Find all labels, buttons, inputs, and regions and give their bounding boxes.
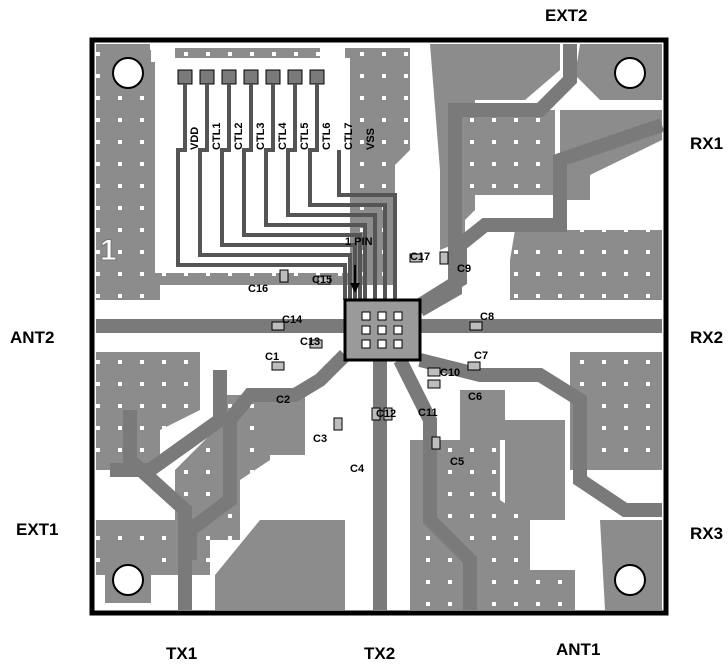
cap-label-c1: C1 [265,351,279,363]
cap-label-c12: C12 [376,408,396,420]
tx2-label: TX2 [364,644,396,663]
control-pads [177,69,325,85]
capacitor-pads [271,251,483,450]
cap-label-c8: C8 [480,311,494,323]
cap-label-c13: C13 [300,336,320,348]
cap-label-c7: C7 [474,350,488,362]
cap-label-c9: C9 [457,263,471,275]
control-pin-labels: VDD CTL1 CTL2 CTL3 CTL4 CTL5 CTL6 CTL7 V… [189,122,377,150]
pin-label-ctl4: CTL4 [277,122,289,150]
rx1-label: RX1 [690,134,724,153]
rf-traces [96,44,665,610]
cap-label-c14: C14 [282,314,303,326]
ant2-label: ANT2 [10,328,55,347]
control-traces [176,84,397,300]
cap-label-c6: C6 [468,391,482,403]
cap-label-c2: C2 [276,394,290,406]
pin-label-ctl5: CTL5 [299,123,311,151]
rx2-label: RX2 [690,328,724,347]
pin1-arrowhead [350,283,360,293]
ant1-label: ANT1 [556,640,601,659]
pin-label-vss: VSS [365,128,377,150]
cap-label-c10: C10 [440,367,460,379]
pin-label-ctl3: CTL3 [255,123,267,151]
tx1-label: TX1 [166,644,198,663]
mounting-holes [105,50,653,603]
cap-label-c15: C15 [312,274,332,286]
pin-label-ctl7: CTL7 [343,123,355,151]
rf-switch-ic [343,298,422,362]
pin-label-ctl2: CTL2 [233,123,245,151]
ext1-label: EXT1 [16,520,59,539]
cap-label-c16: C16 [248,283,268,295]
pin1-label: 1 PIN [345,236,373,248]
rx3-label: RX3 [690,524,724,543]
cap-label-c4: C4 [350,463,365,475]
cap-label-c5: C5 [450,456,464,468]
board-number: 1 [100,234,117,267]
cap-label-c3: C3 [313,433,327,445]
cap-label-c11: C11 [418,407,438,419]
pin-label-ctl6: CTL6 [321,123,333,151]
cap-label-c17: C17 [410,251,430,263]
pin-label-ctl1: CTL1 [211,123,223,151]
pin-label-vdd: VDD [189,127,201,150]
capacitor-labels: C1 C2 C3 C4 C5 C6 C7 C8 C9 C10 C11 C12 C… [248,251,494,475]
ext2-label: EXT2 [545,6,588,25]
